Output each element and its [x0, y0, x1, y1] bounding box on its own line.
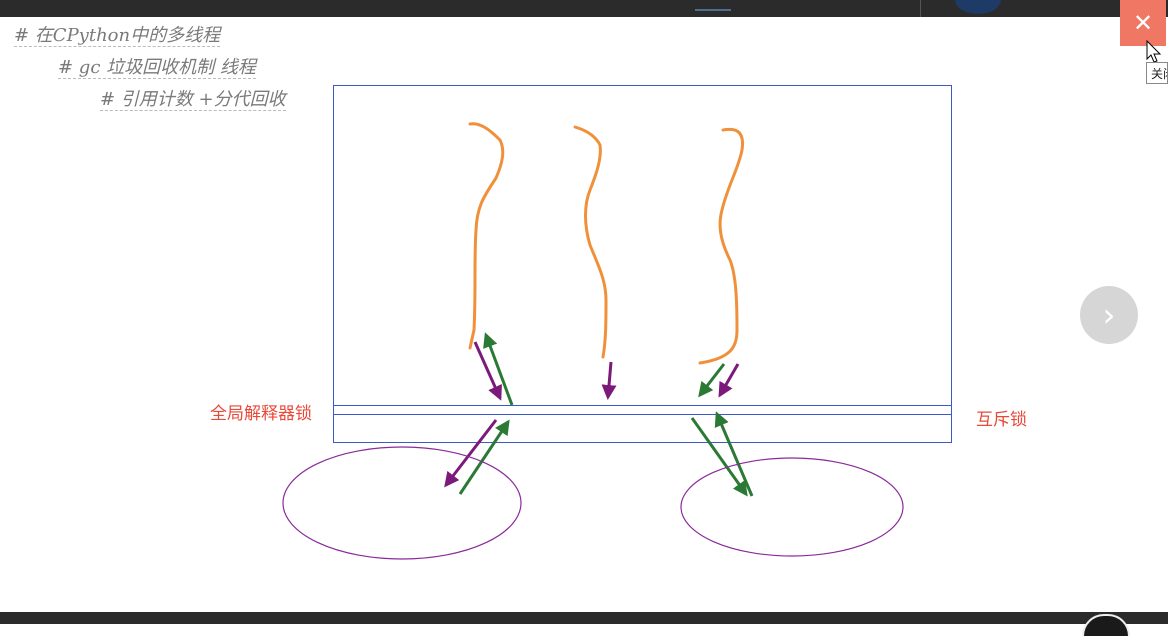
code-line-2: # gc 垃圾回收机制 线程 [58, 57, 256, 79]
presenter-avatar [1082, 614, 1130, 636]
arrow-thread2-to-gil [601, 361, 617, 400]
arrow-memory-left-to-gil [458, 419, 510, 495]
top-bar-indicator [695, 9, 731, 11]
avatar [955, 0, 1001, 14]
arrow-thread3-to-gil-purple [718, 363, 740, 398]
memory-ellipse-right [680, 457, 904, 557]
arrow-gil-to-thread1 [483, 332, 514, 406]
gil-band [333, 405, 952, 415]
arrow-thread3-to-gil-green [698, 363, 726, 398]
arrow-gil-to-memory-right [690, 417, 748, 497]
close-tooltip: 关闭 [1146, 62, 1168, 84]
arrow-gil-to-memory-left [444, 419, 498, 488]
thread-line-3 [698, 127, 745, 365]
gil-label: 全局解释器锁 [210, 404, 312, 424]
arrow-thread1-to-gil [473, 341, 502, 401]
code-line-1: # 在CPython中的多线程 [14, 25, 221, 47]
cursor-icon [1146, 40, 1162, 63]
mutex-label: 互斥锁 [976, 410, 1027, 430]
next-button[interactable]: › [1080, 286, 1138, 344]
memory-ellipse-left [282, 446, 522, 560]
top-bar-divider [920, 0, 921, 17]
thread-line-1 [468, 122, 505, 350]
close-button[interactable]: ✕ [1120, 0, 1166, 46]
thread-line-2 [573, 125, 608, 359]
bottom-bar [0, 612, 1168, 636]
top-bar [0, 0, 1168, 17]
process-box [333, 85, 952, 443]
code-line-3: # 引用计数 +分代回收 [100, 89, 286, 111]
arrow-memory-right-to-gil [714, 411, 754, 497]
